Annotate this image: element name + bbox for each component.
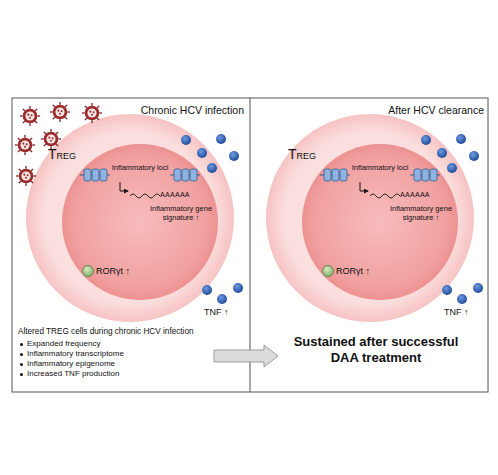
panel: Chronic HCV infectionTREGInflammatory lo…	[12, 98, 250, 392]
bullet-item: Increased TNF production	[27, 369, 212, 378]
ror-label: RORγt ↑	[96, 266, 156, 276]
cell-label: TREG	[288, 146, 332, 162]
polya-tail: AAAAAA	[160, 191, 200, 199]
tnf-label: TNF ↑	[204, 307, 229, 317]
panel: After HCV clearanceTREGInflammatory loci…	[250, 98, 488, 392]
nucleus-circle: Inflammatory lociAAAAAA Inflammatory gene…	[302, 144, 458, 300]
tnf-label: TNF ↑	[444, 307, 469, 317]
locus-label: Inflammatory loci	[346, 164, 414, 173]
summary-heading: Altered TREG cells during chronic HCV in…	[18, 327, 223, 336]
bullet-item: Inflammatory transcriptome	[27, 349, 212, 358]
block-arrow	[214, 345, 278, 367]
gene-signature: Inflammatory gene signature ↑	[386, 205, 456, 222]
summary-box: Altered TREG cells during chronic HCV in…	[16, 326, 212, 388]
bullet-dot	[20, 373, 23, 376]
nucleus-circle: Inflammatory lociAAAAAA Inflammatory gene…	[62, 144, 218, 300]
gene-signature: Inflammatory gene signature ↑	[146, 205, 216, 222]
bullet-dot	[20, 343, 23, 346]
locus-label: Inflammatory loci	[106, 164, 174, 173]
treg-cell: TREGInflammatory lociAAAAAAInflammatory …	[266, 114, 474, 322]
bullet-item: Expanded frequency	[27, 339, 212, 348]
bullet-dot	[20, 363, 23, 366]
treg-cell: TREGInflammatory lociAAAAAAInflammatory …	[26, 114, 234, 322]
cell-label: TREG	[48, 146, 92, 162]
conclusion-box: Sustained after successful DAA treatment	[280, 334, 472, 376]
bullet-item: Inflammatory epigenome	[27, 359, 212, 368]
conclusion-text: Sustained after successful DAA treatment	[280, 334, 472, 365]
ror-label: RORγt ↑	[336, 266, 396, 276]
polya-tail: AAAAAA	[400, 191, 440, 199]
bullet-dot	[20, 353, 23, 356]
